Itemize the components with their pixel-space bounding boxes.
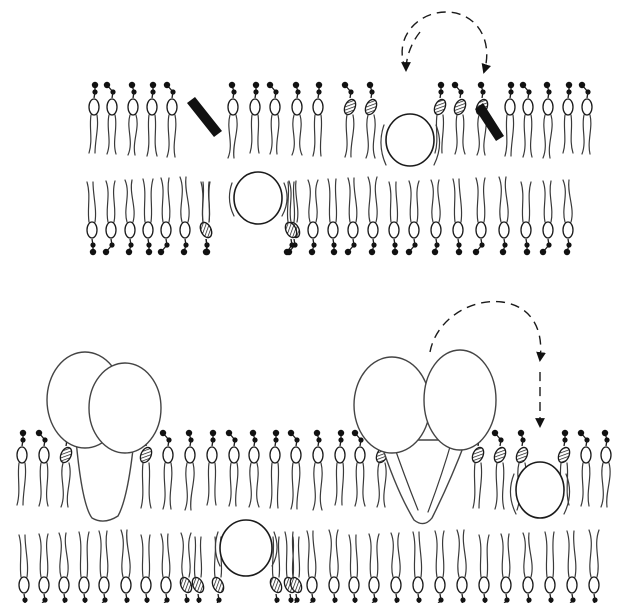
top-upper-leaflet xyxy=(89,82,592,158)
hatched-lipid xyxy=(198,182,214,255)
phospholipid xyxy=(499,177,509,255)
phospholipid xyxy=(96,531,109,603)
phospholipid xyxy=(453,179,463,255)
phospholipid xyxy=(270,430,280,508)
phospholipid xyxy=(158,534,171,603)
hatched-lipid xyxy=(342,82,358,157)
phospholipid xyxy=(601,430,611,507)
phospholipid xyxy=(563,180,573,255)
phospholipid xyxy=(87,182,97,255)
phospholipid xyxy=(368,177,378,255)
phospholipid xyxy=(540,181,553,255)
phospholipid xyxy=(89,82,99,153)
phospholipid xyxy=(413,532,423,603)
top-lower-leaflet xyxy=(87,177,573,255)
phospholipid xyxy=(121,530,131,603)
phospholipid xyxy=(563,82,573,153)
spherical-particle-top-lower xyxy=(234,172,282,224)
spherical-particle-bottom-lower xyxy=(220,520,272,576)
phospholipid xyxy=(36,534,49,603)
hatched-lipid xyxy=(363,82,379,158)
spherical-particle-top-upper xyxy=(386,114,434,166)
hatched-lipid xyxy=(190,537,206,603)
hatched-lipid xyxy=(452,82,468,154)
top-bilayer-panel xyxy=(87,12,592,255)
hatched-lipid xyxy=(178,533,194,603)
phospholipid xyxy=(226,430,239,506)
phospholipid xyxy=(19,535,29,603)
phospholipid xyxy=(250,82,260,153)
phospholipid xyxy=(505,82,515,156)
phospholipid xyxy=(141,535,151,603)
phospholipid xyxy=(292,82,302,155)
spherical-particle-bottom-upper xyxy=(516,462,564,518)
phospholipid xyxy=(366,534,379,603)
phospholipid xyxy=(207,430,217,505)
phospholipid xyxy=(523,533,533,603)
phospholipid xyxy=(389,182,399,255)
phospholipid xyxy=(125,180,135,255)
phospholipid xyxy=(349,535,359,603)
phospholipid xyxy=(313,82,323,156)
hatched-lipid xyxy=(288,537,304,603)
phospholipid xyxy=(406,181,419,255)
phospholipid xyxy=(228,82,238,158)
phospholipid xyxy=(158,178,171,255)
phospholipid xyxy=(104,82,117,154)
phospholipid xyxy=(579,82,592,154)
phospholipid xyxy=(308,180,318,255)
phospholipid xyxy=(545,532,555,603)
dashed-flip-arrow-bottom xyxy=(430,302,541,360)
phospholipid xyxy=(564,531,577,603)
phospholipid xyxy=(457,530,467,603)
phospholipid xyxy=(36,430,49,506)
phospholipid xyxy=(543,82,553,158)
phospholipid xyxy=(520,82,533,157)
phospholipid xyxy=(479,535,489,603)
phospholipid xyxy=(267,82,280,154)
phospholipid xyxy=(185,430,195,510)
dashed-flip-arrow-top-start xyxy=(406,32,420,70)
dark-rod-left xyxy=(187,97,222,137)
bottom-bilayer-panel xyxy=(17,302,611,603)
phospholipid xyxy=(59,533,69,603)
dashed-flip-arrow-top xyxy=(402,12,487,72)
phospholipid xyxy=(498,534,511,603)
phospholipid xyxy=(328,179,338,255)
phospholipid xyxy=(329,530,339,603)
phospholipid xyxy=(128,82,138,155)
phospholipid xyxy=(335,430,345,505)
phospholipid xyxy=(249,430,259,507)
phospholipid xyxy=(431,180,441,255)
phospholipid xyxy=(578,430,591,506)
phospholipid xyxy=(345,178,358,255)
phospholipid xyxy=(391,533,401,603)
phospholipid xyxy=(352,430,365,506)
double-lobed-protein-left xyxy=(47,352,161,521)
hatched-lipid xyxy=(492,430,508,509)
phospholipid xyxy=(288,430,301,509)
phospholipid xyxy=(147,82,157,156)
phospholipid xyxy=(143,179,153,255)
phospholipid xyxy=(521,182,531,255)
phospholipid xyxy=(432,531,445,603)
phospholipid xyxy=(473,178,486,255)
bottom-lower-leaflet xyxy=(19,530,599,603)
phospholipid xyxy=(180,177,190,255)
phospholipid xyxy=(79,532,89,603)
phospholipid xyxy=(17,430,27,505)
phospholipid xyxy=(103,181,116,255)
phospholipid xyxy=(304,531,317,603)
phospholipid xyxy=(160,430,173,509)
phospholipid xyxy=(313,430,323,510)
phospholipid xyxy=(164,82,177,157)
phospholipid xyxy=(589,530,599,603)
